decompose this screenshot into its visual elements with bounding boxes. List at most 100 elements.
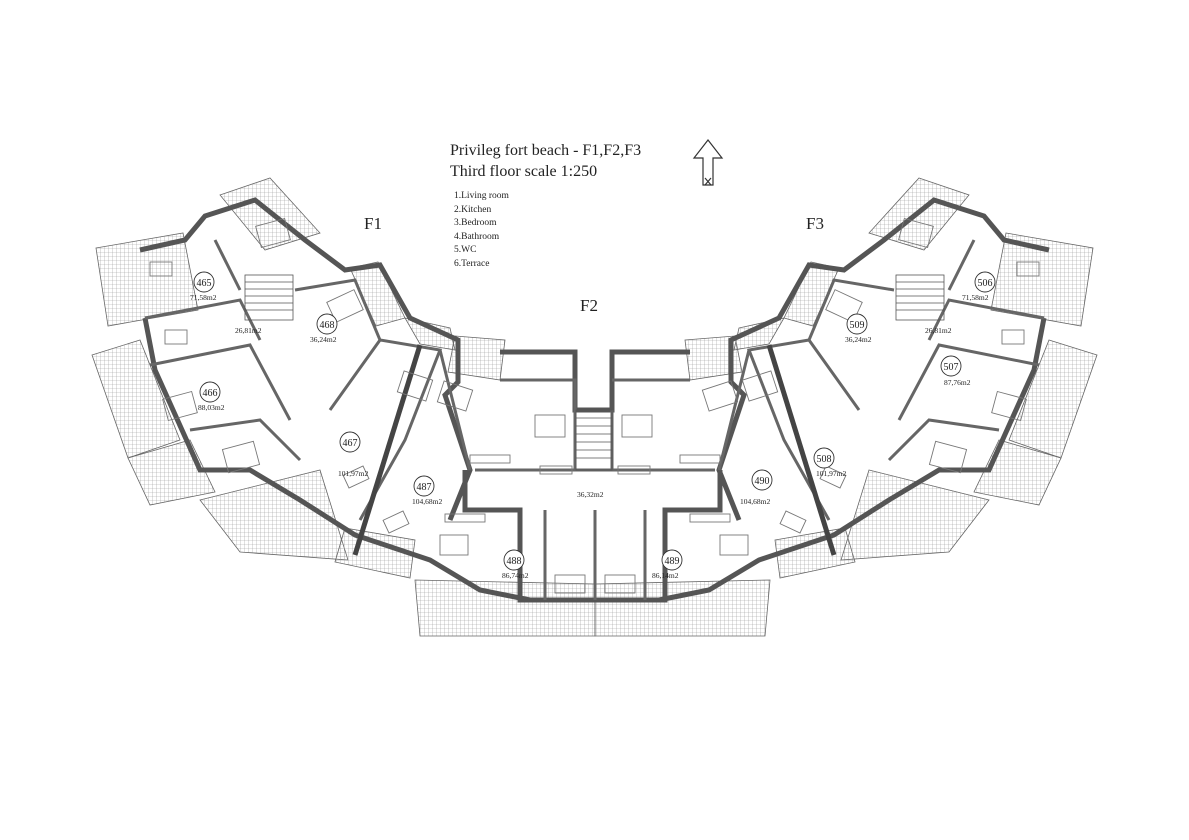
unit-tag-466: 466 88,03m2 [198,381,225,412]
svg-text:508: 508 [817,454,832,465]
kitchen-counter [469,454,511,464]
wall [927,298,1045,341]
legend-item: 1.Living room [454,191,509,201]
center-bottom-outline [462,470,723,603]
title-line-1: Privileg fort beach - F1,F2,F3 [450,142,642,159]
left-wing-outline [139,197,473,521]
unit-tag-506: 506 71,58m2 [962,271,996,302]
bed [326,289,364,323]
svg-text:71,58m2: 71,58m2 [190,293,217,302]
bed [604,574,636,594]
legend-item: 6.Terrace [454,258,490,269]
legend-item: 2.Kitchen [454,204,492,215]
block-label-f3: F3 [806,214,824,233]
interior-walls [144,239,1045,600]
bed [898,217,934,249]
wall [500,378,577,470]
unit-tag-487: 487 104,68m2 [412,475,442,506]
sofa [1016,261,1040,277]
bed [255,217,291,249]
unit-tag-488: 488 86,74m2 [502,549,529,580]
bed [554,574,586,594]
wall [887,418,1000,462]
wall [947,239,976,291]
bed [741,370,779,402]
wall [189,418,302,462]
svg-text:507: 507 [944,362,959,373]
sofa [382,510,410,534]
svg-text:86,14m2: 86,14m2 [652,571,679,580]
kitchen-counter [679,454,721,464]
bed [439,534,469,556]
svg-text:86,74m2: 86,74m2 [502,571,529,580]
wall [717,349,751,471]
block-label-f2: F2 [580,296,598,315]
bed [825,289,863,323]
svg-text:87,76m2: 87,76m2 [944,378,971,387]
bed [162,390,198,422]
legend-item: 3.Bedroom [454,218,497,228]
svg-text:489: 489 [665,556,680,567]
drawing-title: Privileg fort beach - F1,F2,F3 Third flo… [450,140,641,182]
wall [358,338,443,521]
sofa [819,465,847,489]
stair-right [895,274,945,321]
stair-center [575,409,613,471]
svg-text:468: 468 [320,320,335,331]
right-wing-lower-outline [658,317,1047,603]
north-arrow-icon [692,139,724,186]
svg-text:465: 465 [197,278,212,289]
furniture [149,217,1040,594]
bed [534,414,566,438]
wall [149,343,292,421]
stairs [244,274,945,471]
sofa [342,465,370,489]
svg-text:467: 467 [343,438,358,449]
wall [213,239,242,291]
spine-right [766,344,837,556]
sofa [149,261,173,277]
svg-text:88,03m2: 88,03m2 [198,403,225,412]
spine-left [352,344,423,556]
bed [701,380,739,412]
bed [719,534,749,556]
bed [621,414,653,438]
svg-text:506: 506 [978,278,993,289]
terrace [840,469,990,561]
bed [396,370,434,402]
unit-tag-507: 507 87,76m2 [940,355,971,387]
room-legend: 1.Living room 2.Kitchen 3.Bedroom 4.Bath… [454,190,509,271]
wall [807,278,895,411]
terrace [414,579,596,637]
unit-tag-489: 489 86,14m2 [652,549,683,580]
terrace [95,232,199,327]
svg-text:36,24m2: 36,24m2 [310,335,337,344]
svg-text:104,68m2: 104,68m2 [740,497,770,506]
bed [928,440,968,474]
wall [294,278,382,411]
wall [438,349,472,471]
svg-text:71,58m2: 71,58m2 [962,293,989,302]
legend-item: 5.WC [454,245,477,255]
kitchen-counter [689,513,731,523]
legend-item: 4.Bathroom [454,231,500,242]
structural-spines [352,344,837,556]
svg-text:101,97m2: 101,97m2 [816,469,846,478]
wall [144,298,262,341]
unit-tag-508: 508 101,97m2 [813,447,846,478]
svg-text:488: 488 [507,556,522,567]
sofa [164,329,188,345]
exterior-walls [139,197,1050,603]
kitchen-counter [539,465,573,475]
svg-text:487: 487 [417,482,432,493]
unit-tag-467: 467 101,97m2 [338,431,368,478]
sofa [1001,329,1025,345]
right-wing-outline [716,197,1050,521]
common-area-center: 36,32m2 [577,490,604,499]
kitchen-counter [617,465,651,475]
svg-text:466: 466 [203,388,218,399]
svg-text:490: 490 [755,476,770,487]
terrace [774,527,856,579]
kitchen-counter [444,513,486,523]
title-line-2: Third floor scale 1:250 [450,163,598,180]
